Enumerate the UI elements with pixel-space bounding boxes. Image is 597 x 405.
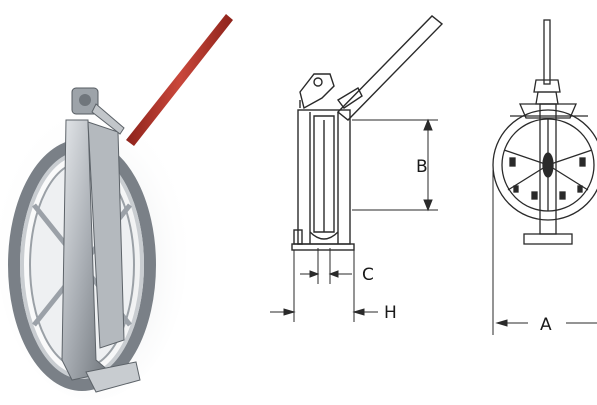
red-handle [126,14,233,146]
label-c: C [362,265,374,285]
front-sheave-outer [492,109,597,221]
side-hook [299,73,335,110]
side-handle [336,15,444,121]
dimension-h [270,250,378,322]
label-a: A [540,315,552,335]
dimension-b [352,118,438,212]
dimension-c [300,248,352,284]
pulley-block-photo [0,14,233,400]
front-rim-notches [509,157,586,200]
label-h: H [384,303,397,323]
front-handle [543,19,551,85]
base-foot [85,361,141,393]
label-b: B [416,157,428,177]
dimension-a [492,170,597,335]
pulley-side-drawing [270,15,444,322]
side-base [291,243,355,251]
front-top-bracket [533,79,561,93]
front-base [523,233,573,245]
pulley-front-drawing [492,19,597,335]
